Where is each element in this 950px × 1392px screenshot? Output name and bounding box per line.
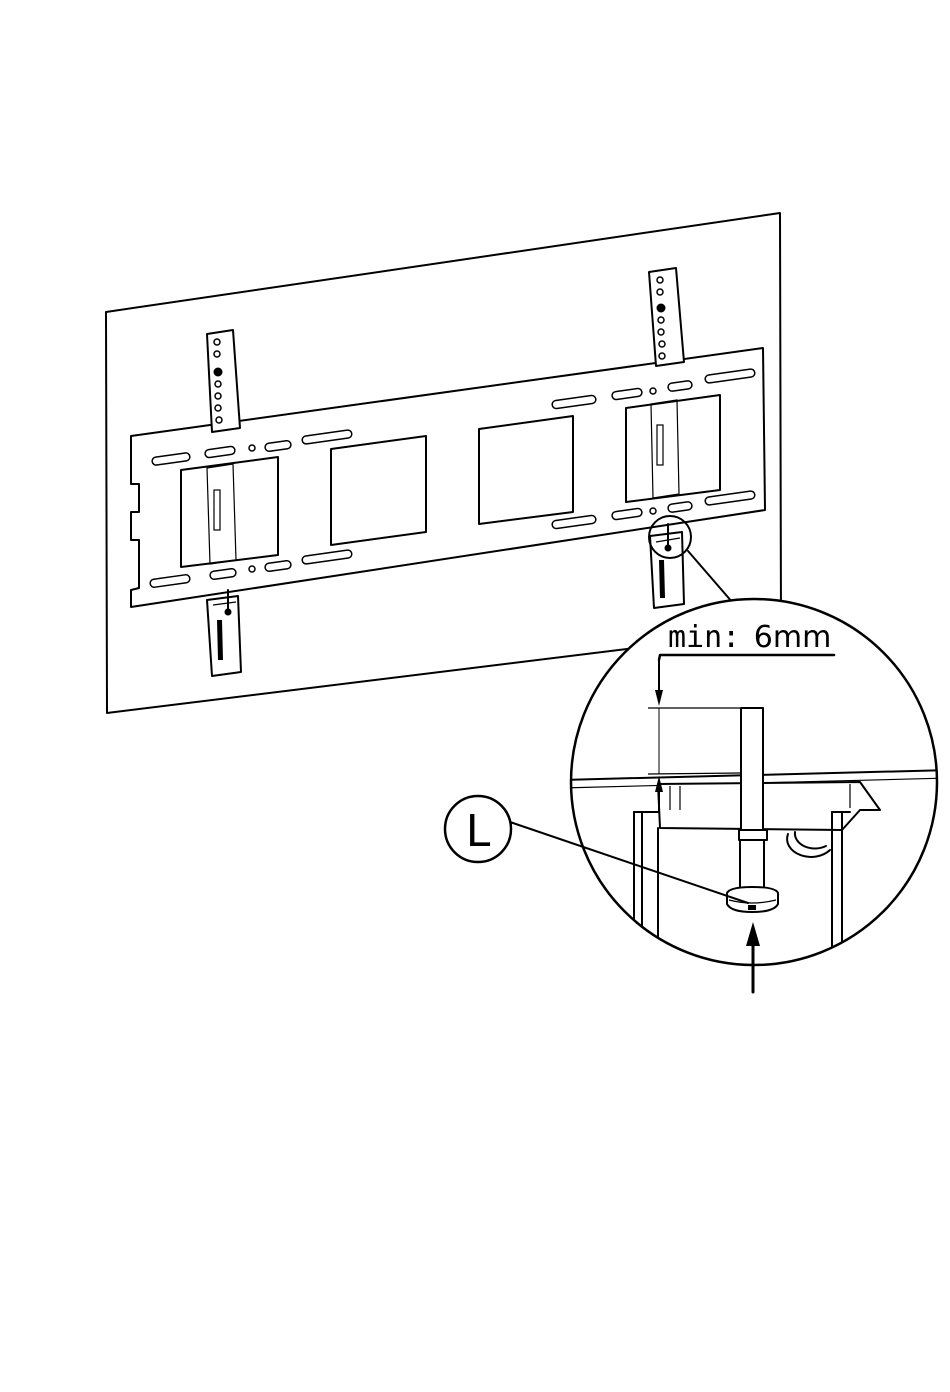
dimension-value: 6mm (754, 620, 832, 655)
part-label: L (466, 806, 491, 857)
dimension-prefix: min: (668, 620, 740, 655)
svg-text:min: 6mm: min: 6mm (668, 620, 831, 655)
